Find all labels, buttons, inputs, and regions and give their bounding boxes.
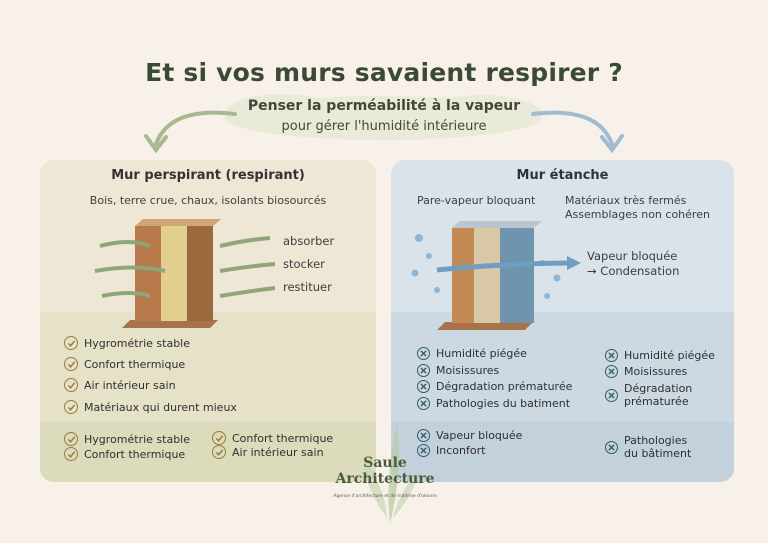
cross-icon	[417, 380, 430, 393]
page-title: Et si vos murs savaient respirer ?	[145, 58, 623, 87]
action-label: restituer	[283, 280, 332, 294]
cross-icon	[417, 397, 430, 410]
problem-item: Humidité piégée	[417, 347, 527, 360]
condensation-label: → Condensation	[587, 264, 680, 278]
cross-icon	[605, 440, 618, 454]
breathable-materials: Bois, terre crue, chaux, isolants biosou…	[89, 194, 327, 207]
sealed-wall-panel: Mur étanche Pare-vapeur bloquant Matéria…	[391, 160, 734, 482]
brand-tagline: Agence d'architecture et de maîtrise d'o…	[333, 494, 437, 499]
check-icon	[64, 378, 78, 392]
brand-name-line2: Architecture	[335, 471, 435, 487]
cross-icon	[417, 429, 430, 442]
check-icon	[212, 445, 226, 459]
summary-item: Hygrométrie stable	[64, 432, 190, 446]
sealed-wall-title: Mur étanche	[516, 168, 609, 183]
problem-item: Dégradation prématurée	[417, 380, 572, 393]
subtitle-cloud	[225, 94, 542, 140]
summary-item: Air intérieur sain	[212, 445, 324, 459]
benefit-item: Confort thermique	[64, 357, 185, 371]
cross-icon	[417, 444, 430, 457]
sealed-wall-illustration	[411, 221, 581, 330]
summary-item: Pathologies du bâtiment	[605, 434, 695, 460]
summary-item: Confort thermique	[212, 431, 333, 445]
problem-item: Moisissures	[605, 365, 687, 378]
cross-icon	[605, 349, 618, 362]
subtitle-main: Penser la perméabilité à la vapeur	[247, 98, 521, 114]
cross-icon	[605, 388, 618, 402]
cross-icon	[417, 347, 430, 360]
summary-item: Vapeur bloquée	[417, 429, 522, 442]
benefit-item: Hygrométrie stable	[64, 336, 190, 350]
check-icon	[64, 432, 78, 446]
breathable-wall-panel: Mur perspirant (respirant) Bois, terre c…	[40, 160, 376, 482]
assembly-label: Assemblages non cohéren	[565, 208, 710, 221]
problem-item: Pathologies du batiment	[417, 397, 570, 410]
materials-label: Matériaux très fermés	[565, 194, 687, 207]
vapor-barrier-label: Pare-vapeur bloquant	[417, 194, 536, 207]
benefit-item: Matériaux qui durent mieux	[64, 400, 237, 414]
action-label: absorber	[283, 234, 335, 248]
right-arrow-icon	[531, 110, 624, 154]
breathable-summary-band	[40, 422, 376, 482]
check-icon	[64, 447, 78, 461]
blocked-vapor-label: Vapeur bloquée	[587, 249, 678, 263]
problem-item: Dégradation prématurée	[605, 382, 701, 408]
check-icon	[64, 336, 78, 350]
check-icon	[64, 400, 78, 414]
summary-item: Confort thermique	[64, 447, 185, 461]
action-label: stocker	[283, 257, 325, 271]
cross-icon	[605, 365, 618, 378]
sealed-summary-band	[391, 422, 734, 482]
breathable-wall-illustration	[94, 219, 276, 328]
check-icon	[64, 357, 78, 371]
brand-name-line1: Saule	[363, 455, 407, 471]
check-icon	[212, 431, 226, 445]
cross-icon	[417, 364, 430, 377]
breathable-wall-title: Mur perspirant (respirant)	[111, 168, 305, 183]
benefit-item: Air intérieur sain	[64, 378, 176, 392]
left-arrow-icon	[144, 110, 237, 154]
summary-item: Inconfort	[417, 444, 485, 457]
problem-item: Humidité piégée	[605, 349, 715, 362]
subtitle-secondary: pour gérer l'humidité intérieure	[281, 119, 487, 134]
willow-leaf-icon	[363, 423, 420, 523]
problem-item: Moisissures	[417, 364, 499, 377]
